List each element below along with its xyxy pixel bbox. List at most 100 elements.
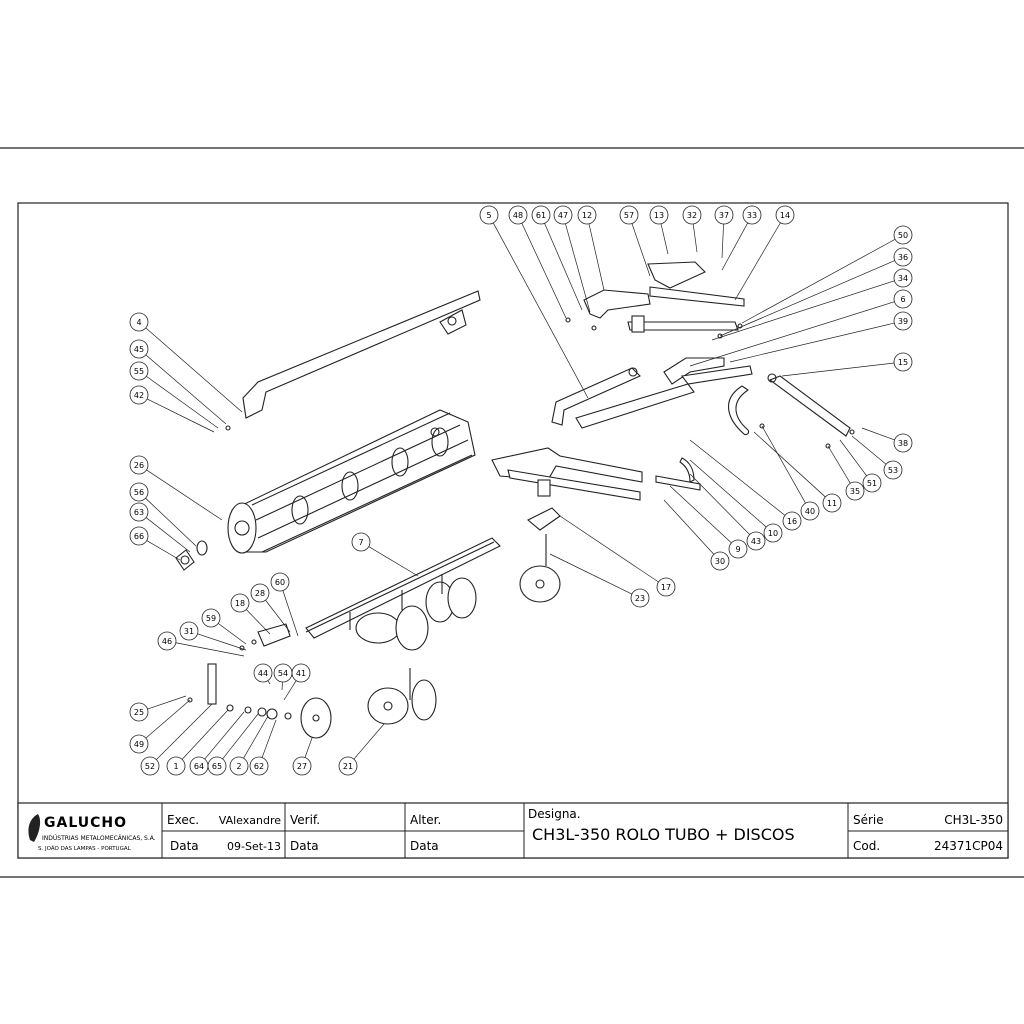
- part-balloon-26: 26: [129, 455, 149, 475]
- balloon-leader: [368, 546, 419, 577]
- balloon-number: 17: [661, 583, 671, 592]
- part-balloon-18: 18: [230, 593, 250, 613]
- cod-value: 24371CP04: [934, 839, 1003, 853]
- balloon-leader: [663, 499, 715, 555]
- balloon-leader: [145, 327, 243, 413]
- balloon-leader: [631, 223, 651, 277]
- balloon-leader: [839, 439, 867, 476]
- part-rod: [767, 373, 851, 437]
- balloon-leader: [861, 427, 895, 441]
- balloon-number: 56: [134, 488, 144, 497]
- part-plate: [655, 475, 701, 491]
- balloon-leader: [761, 425, 806, 504]
- part-balloon-27: 27: [292, 756, 312, 776]
- part-balloon-59: 59: [201, 608, 221, 628]
- balloon-leader: [243, 715, 269, 759]
- balloon-leader: [267, 680, 271, 685]
- balloon-number: 54: [278, 669, 288, 678]
- balloon-number: 13: [654, 211, 664, 220]
- balloon-leader: [689, 473, 750, 535]
- part-balloon-54: 54: [273, 663, 293, 683]
- part-balloon-31: 31: [179, 621, 199, 641]
- balloon-leader: [711, 280, 895, 341]
- balloon-leader: [588, 223, 605, 291]
- part-balloon-28: 28: [250, 583, 270, 603]
- balloon-leader: [692, 223, 698, 253]
- part-bracket-18: [257, 623, 291, 647]
- balloon-number: 34: [898, 274, 908, 283]
- balloon-leader: [145, 497, 197, 547]
- balloon-leader: [521, 223, 567, 319]
- part-balloon-16: 16: [782, 511, 802, 531]
- balloon-number: 27: [297, 762, 307, 771]
- part-balloon-5: 5: [479, 205, 499, 225]
- balloon-number: 6: [900, 295, 905, 304]
- balloon-number: 66: [134, 532, 144, 541]
- designation-value: CH3L-350 ROLO TUBO + DISCOS: [532, 825, 795, 844]
- balloon-number: 64: [194, 762, 204, 771]
- part-balloon-66: 66: [129, 526, 149, 546]
- balloon-number: 61: [536, 211, 546, 220]
- part-balloon-25: 25: [129, 702, 149, 722]
- balloon-leader: [721, 222, 748, 271]
- balloon-number: 11: [827, 499, 837, 508]
- balloon-number: 37: [719, 211, 729, 220]
- balloon-leader: [565, 223, 591, 313]
- part-balloon-38: 38: [893, 433, 913, 453]
- balloon-number: 9: [735, 545, 740, 554]
- part-curved-spring: [727, 385, 750, 436]
- balloon-number: 49: [134, 740, 144, 749]
- part-balloon-55: 55: [129, 361, 149, 381]
- part-disc-gang-21: [367, 668, 437, 725]
- balloon-number: 36: [898, 253, 908, 262]
- balloon-number: 16: [787, 517, 797, 526]
- balloon-leader: [492, 222, 589, 399]
- balloon-leader: [146, 540, 181, 561]
- balloon-leader: [753, 431, 826, 498]
- part-balloon-17: 17: [656, 577, 676, 597]
- balloon-leader: [851, 435, 887, 465]
- part-disc-27: [300, 697, 332, 739]
- balloon-leader: [304, 737, 313, 758]
- part-arm-5: [551, 367, 695, 429]
- company-name: INDÚSTRIAS METALOMECÂNICAS, S.A.: [42, 835, 156, 842]
- exec-date-value: 09-Set-13: [227, 840, 281, 853]
- balloon-number: 5: [486, 211, 491, 220]
- part-balloon-11: 11: [822, 493, 842, 513]
- part-balloon-23: 23: [630, 588, 650, 608]
- balloon-number: 35: [850, 487, 860, 496]
- part-balloon-45: 45: [129, 339, 149, 359]
- balloon-leader: [145, 517, 191, 553]
- balloon-leader: [734, 222, 781, 301]
- balloon-number: 39: [898, 317, 908, 326]
- balloon-leader: [261, 719, 277, 758]
- exec-value: VAlexandre: [219, 814, 281, 827]
- balloon-leader: [689, 459, 767, 528]
- title-block: GALUCHO INDÚSTRIAS METALOMECÂNICAS, S.A.…: [17, 802, 1009, 859]
- balloon-leader: [721, 223, 724, 259]
- part-balloon-48: 48: [508, 205, 528, 225]
- part-balloon-6: 6: [893, 289, 913, 309]
- balloon-number: 31: [184, 627, 194, 636]
- balloon-leader: [146, 375, 219, 429]
- serie-label: Série: [853, 813, 884, 827]
- balloon-number: 53: [888, 466, 898, 475]
- balloon-number: 10: [768, 529, 778, 538]
- designation-label: Designa.: [528, 807, 581, 821]
- balloon-number: 50: [898, 231, 908, 240]
- part-balloon-37: 37: [714, 205, 734, 225]
- part-bearing: [175, 540, 208, 571]
- balloon-leader: [218, 623, 247, 645]
- balloon-number: 12: [582, 211, 592, 220]
- balloon-leader: [181, 709, 229, 760]
- balloon-number: 63: [134, 508, 144, 517]
- part-balloon-10: 10: [763, 523, 783, 543]
- balloon-number: 41: [296, 669, 306, 678]
- balloon-number: 33: [747, 211, 757, 220]
- alter-date-label: Data: [410, 839, 439, 853]
- part-balloon-62: 62: [249, 756, 269, 776]
- part-balloon-42: 42: [129, 385, 149, 405]
- exec-label: Exec.: [167, 813, 199, 827]
- balloon-leader: [660, 223, 669, 255]
